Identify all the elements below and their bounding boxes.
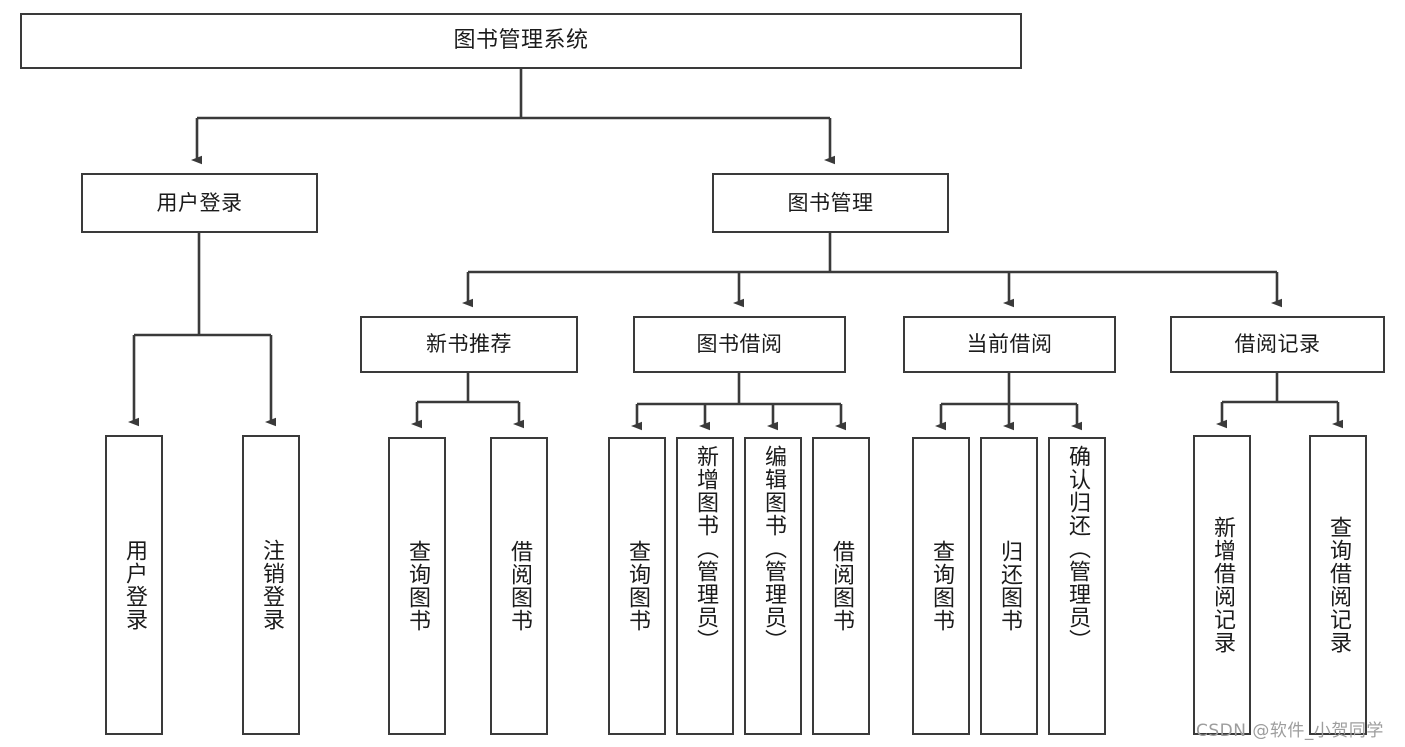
- node-label: 查询图书: [625, 540, 650, 632]
- leaf-user-login[interactable]: 用户登录: [105, 435, 163, 735]
- node-label: 归还图书: [997, 540, 1022, 632]
- leaf-edit-book-admin[interactable]: 编辑图书（管理员）: [744, 437, 802, 735]
- node-label: 查询图书: [929, 540, 954, 632]
- node-user-login[interactable]: 用户登录: [81, 173, 318, 233]
- node-label: 查询借阅记录: [1326, 516, 1351, 654]
- node-label: 用户登录: [122, 539, 147, 631]
- leaf-query-book-borrow[interactable]: 查询图书: [608, 437, 666, 735]
- node-book-management[interactable]: 图书管理: [712, 173, 949, 233]
- watermark-credit: CSDN @软件_小贺同学: [1196, 721, 1384, 741]
- node-label: 新增借阅记录: [1210, 516, 1235, 654]
- node-current-borrow[interactable]: 当前借阅: [903, 316, 1116, 373]
- node-label: 用户登录: [156, 190, 243, 215]
- node-label: 图书管理: [787, 190, 874, 215]
- node-label: 图书借阅: [696, 332, 783, 357]
- node-book-borrow[interactable]: 图书借阅: [633, 316, 846, 373]
- leaf-return-book[interactable]: 归还图书: [980, 437, 1038, 735]
- node-label: 借阅图书: [507, 540, 532, 632]
- node-label: 新书推荐: [426, 332, 512, 357]
- leaf-add-borrow-record[interactable]: 新增借阅记录: [1193, 435, 1251, 735]
- leaf-query-book-recommend[interactable]: 查询图书: [388, 437, 446, 735]
- node-label: 新增图书（管理员）: [693, 445, 718, 652]
- node-borrow-record[interactable]: 借阅记录: [1170, 316, 1385, 373]
- node-label: 编辑图书（管理员）: [761, 445, 786, 652]
- node-label: 注销登录: [259, 539, 284, 631]
- node-root-book-management-system[interactable]: 图书管理系统: [20, 13, 1022, 69]
- node-label: 当前借阅: [966, 332, 1053, 357]
- node-label: 借阅图书: [829, 540, 854, 632]
- leaf-borrow-book-recommend[interactable]: 借阅图书: [490, 437, 548, 735]
- node-label: 查询图书: [405, 540, 430, 632]
- node-label: 借阅记录: [1234, 332, 1321, 357]
- node-new-book-recommend[interactable]: 新书推荐: [360, 316, 578, 373]
- leaf-borrow-book[interactable]: 借阅图书: [812, 437, 870, 735]
- leaf-query-borrow-record[interactable]: 查询借阅记录: [1309, 435, 1367, 735]
- leaf-add-book-admin[interactable]: 新增图书（管理员）: [676, 437, 734, 735]
- leaf-logout-login[interactable]: 注销登录: [242, 435, 300, 735]
- leaf-confirm-return-admin[interactable]: 确认归还（管理员）: [1048, 437, 1106, 735]
- node-label: 图书管理系统: [453, 28, 589, 54]
- node-label: 确认归还（管理员）: [1065, 445, 1090, 652]
- leaf-query-book-current[interactable]: 查询图书: [912, 437, 970, 735]
